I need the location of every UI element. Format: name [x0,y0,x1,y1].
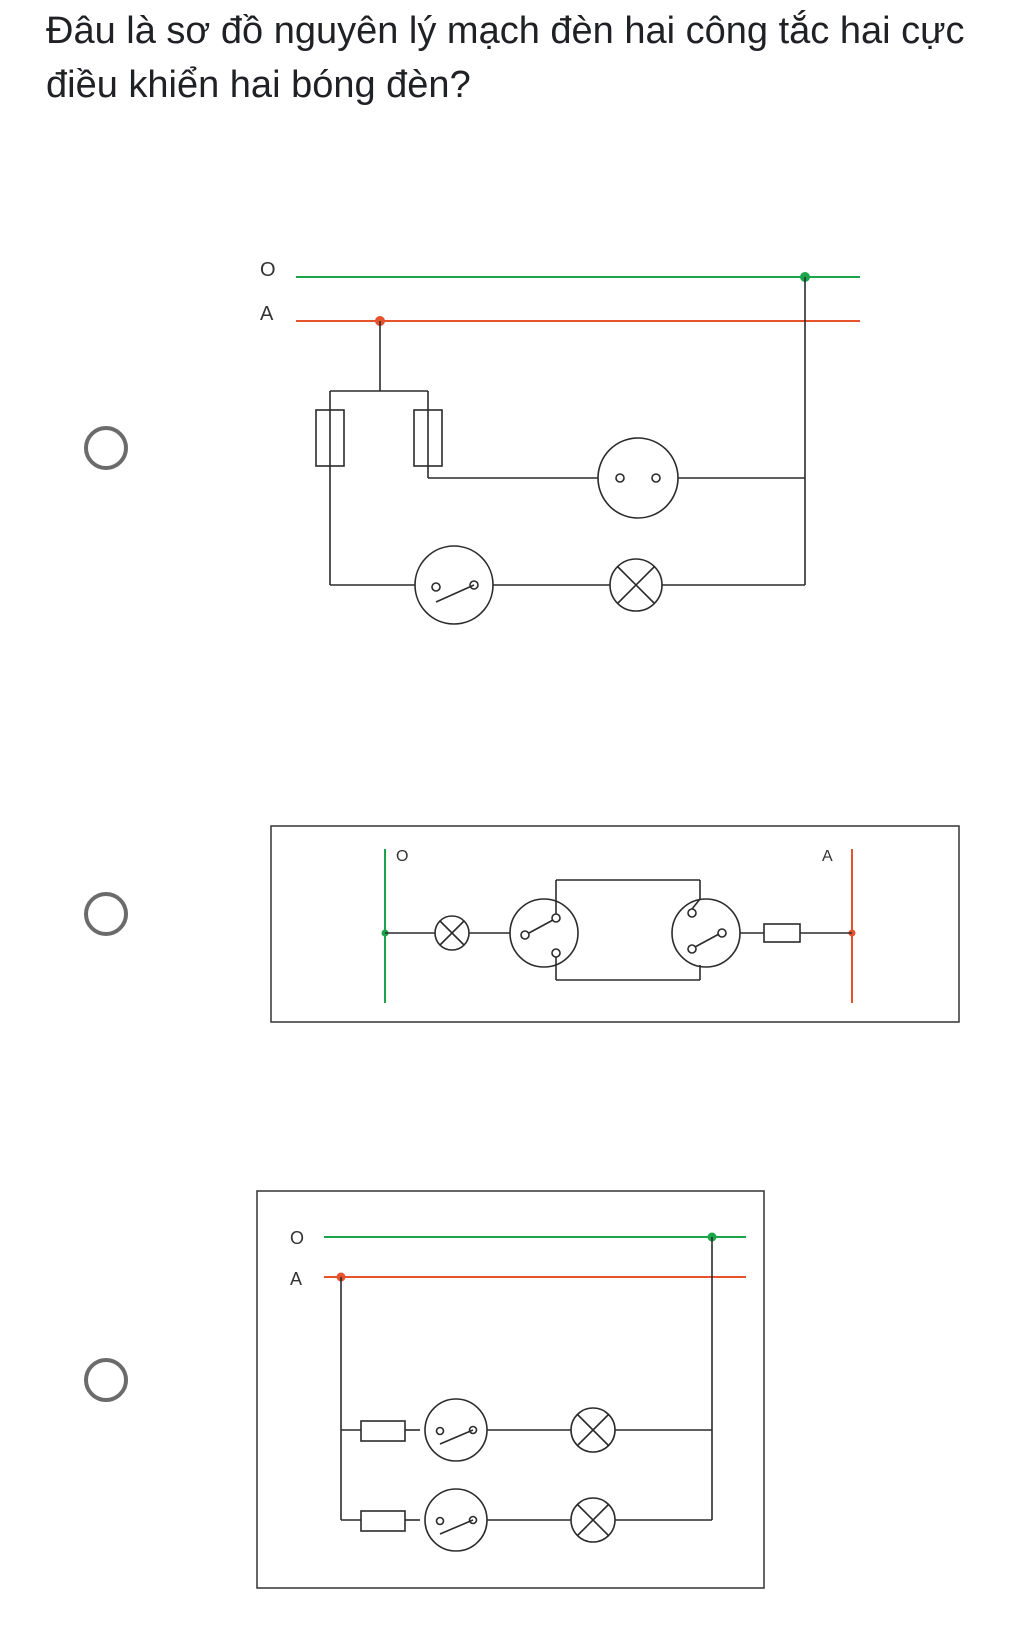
option-3-radio[interactable] [84,1358,128,1402]
diagram-frame [270,825,960,1023]
neutral-label: O [260,259,276,281]
option-2-radio[interactable] [84,892,128,936]
fuse-1 [360,1420,406,1442]
switch-2 [424,1488,488,1552]
neutral-label: O [290,1228,304,1248]
diagram-frame [256,1190,765,1589]
switch-symbol [414,545,494,625]
option-2-diagram[interactable]: O A [270,825,960,1025]
two-way-switch-1 [509,898,579,968]
two-way-switch-2 [671,898,741,968]
question-text: Đâu là sơ đồ nguyên lý mạch đèn hai công… [46,10,965,106]
fuse-symbol [763,923,801,943]
phase-label: A [260,303,274,325]
fuse-2 [360,1510,406,1532]
socket-symbol [597,437,679,519]
option-1-radio[interactable] [84,426,128,470]
neutral-label: O [396,848,408,865]
option-1-diagram[interactable]: O A [240,240,880,660]
phase-label: A [822,848,833,865]
option-3-diagram[interactable]: O A [256,1190,766,1590]
switch-1 [424,1398,488,1462]
phase-label: A [290,1269,302,1289]
